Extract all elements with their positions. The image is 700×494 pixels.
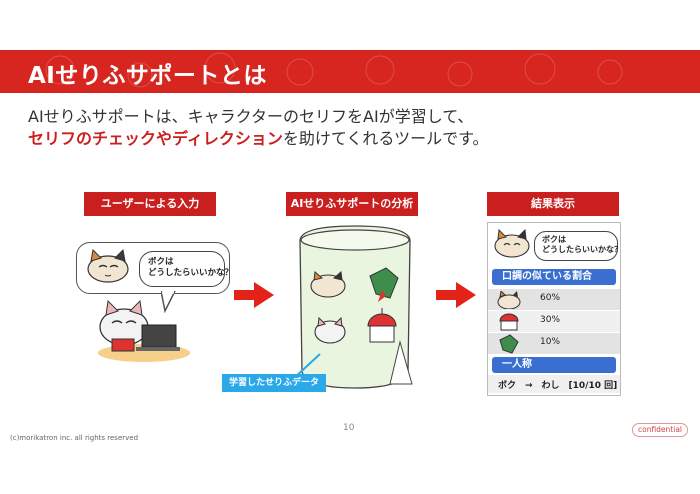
bubble-tail: [161, 291, 176, 313]
step-label-result: 結果表示: [487, 192, 619, 216]
result-speech-bubble: ボクは どうしたらいいかな？: [534, 231, 622, 261]
copyright: (c)morikatron inc. all rights reserved: [10, 434, 139, 442]
step-label-input: ユーザーによる入力: [84, 192, 216, 216]
intro-text: AIせりふサポートは、キャラクターのセリフをAIが学習して、 セリフのチェックや…: [28, 106, 489, 150]
intro-line-2-rest: を助けてくれるツールです。: [282, 129, 489, 148]
intro-line-2: セリフのチェックやディレクションを助けてくれるツールです。: [28, 128, 489, 150]
cat-face-icon: [494, 229, 530, 258]
similarity-row: 10%: [488, 333, 620, 354]
similarity-percentage: 10%: [540, 337, 561, 347]
logo-text: モリカトロン: [655, 126, 692, 133]
result-panel: ボクは どうしたらいいかな？ 口調の似ている割合 60% 30% 10% 一人称…: [487, 222, 622, 396]
company-logo: ﾘﾄ モリカトロン: [655, 106, 691, 138]
cat-face-icon: [497, 291, 521, 309]
intro-highlight: セリフのチェックやディレクション: [28, 129, 283, 148]
arrow-right-icon: [234, 282, 274, 308]
similarity-percentage: 60%: [540, 293, 561, 303]
arrow-right-icon: [436, 282, 476, 308]
logo-mark: ﾘﾄ: [664, 105, 682, 126]
tone-similarity-heading: 口調の似ている割合: [492, 269, 616, 285]
input-inner-bubble: ボクは どうしたらいいかな？: [139, 251, 233, 287]
intro-line-1: AIせりふサポートは、キャラクターのセリフをAIが学習して、: [28, 107, 474, 126]
input-speech-bubble: ボクは どうしたらいいかな？: [76, 242, 233, 313]
confidential-badge: confidential: [632, 423, 688, 437]
title-banner: AIせりふサポートとは ﾘﾄ モリカトロン: [0, 50, 700, 133]
user-cat-at-laptop-illustration: [98, 299, 190, 362]
step-label-analysis: AIせりふサポートの分析: [286, 192, 418, 216]
similarity-row: 30%: [488, 311, 620, 332]
green-creature-icon: [499, 334, 519, 354]
first-person-value: ボク → わし [10/10 回]: [498, 381, 618, 391]
robot-face-icon: [499, 313, 519, 331]
cat-face-icon: [87, 248, 129, 283]
page-title: AIせりふサポートとは: [28, 63, 267, 89]
input-bubble-text: ボクは どうしたらいいかな？: [148, 257, 234, 278]
result-bubble-text: ボクは どうしたらいいかな？: [542, 235, 622, 254]
page-number: 10: [343, 423, 355, 433]
similarity-row: 60%: [488, 289, 620, 310]
similarity-percentage: 30%: [540, 315, 561, 325]
learned-data-tag: 学習したせりふデータ: [222, 374, 326, 392]
first-person-heading: 一人称: [492, 357, 616, 373]
first-person-row: ボク → わし [10/10 回]: [488, 375, 620, 393]
ai-analysis-jar-illustration: [291, 225, 413, 389]
banner-pattern: [45, 52, 623, 88]
